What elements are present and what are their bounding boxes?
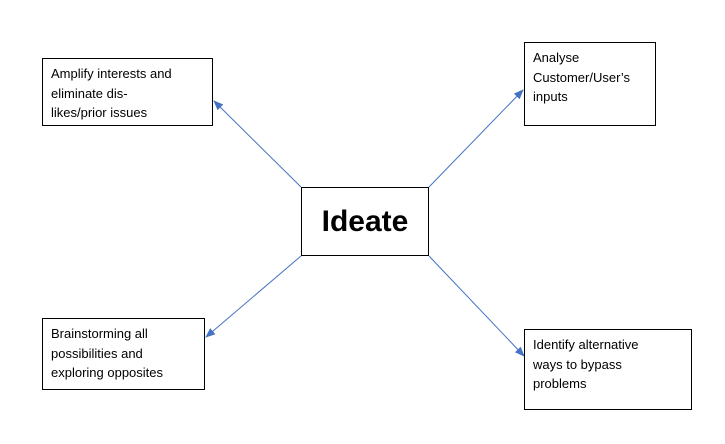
- node-line: Brainstorming all: [51, 326, 148, 341]
- arrow-to-bottom-right: [428, 255, 525, 357]
- center-label: Ideate: [321, 204, 409, 238]
- arrow-to-top-left: [213, 100, 302, 188]
- node-analyse-inputs: Analyse Customer/User’s inputs: [524, 42, 656, 126]
- node-line: Customer/User’s: [533, 69, 631, 85]
- node-line: exploring opposites: [51, 365, 164, 380]
- node-identify-alternatives: Identify alternative ways to bypass prob…: [524, 329, 692, 410]
- node-line: inputs: [533, 89, 568, 104]
- node-line: ways to bypass: [533, 356, 622, 372]
- node-line: problems: [533, 376, 587, 391]
- node-line: possibilities and: [51, 345, 143, 361]
- node-line: eliminate dis-: [51, 85, 128, 101]
- node-line: likes/prior issues: [51, 105, 148, 120]
- node-brainstorming: Brainstorming all possibilities and expl…: [42, 318, 205, 390]
- arrow-to-top-right: [428, 89, 524, 188]
- center-node-ideate: Ideate: [301, 187, 429, 256]
- node-line: Analyse: [533, 50, 580, 65]
- node-amplify-interests: Amplify interests and eliminate dis- lik…: [42, 58, 213, 126]
- arrow-to-bottom-left: [205, 255, 302, 338]
- node-line: Amplify interests and: [51, 66, 172, 81]
- node-line: Identify alternative: [533, 337, 639, 352]
